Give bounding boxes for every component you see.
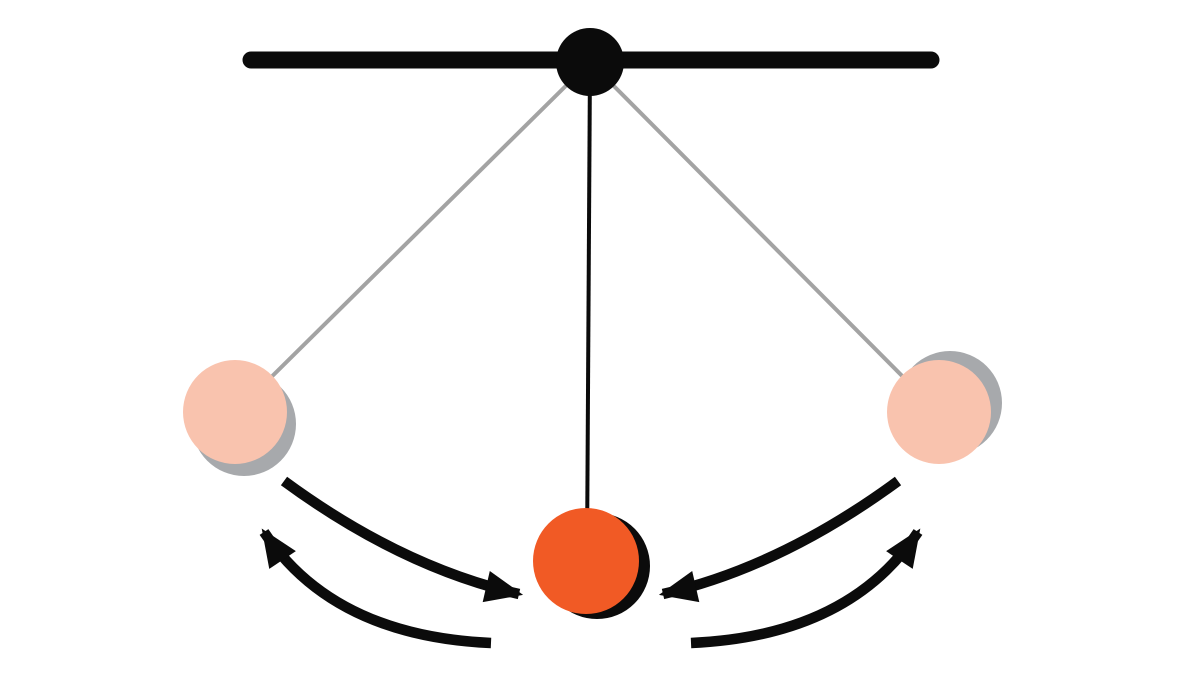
bob-left-faded [183,360,287,464]
bob-center-active [533,508,639,614]
swing-arrow-right-inward [658,476,902,603]
swing-arrow-left-inward [280,476,524,603]
string-center [585,61,592,557]
pivot-joint [556,28,624,96]
swing-arrow-left-outward [259,528,492,649]
swing-arrow-right-outward [690,528,923,649]
string-left [238,60,592,410]
bob-right-faded [887,360,991,464]
string-right [588,60,936,410]
